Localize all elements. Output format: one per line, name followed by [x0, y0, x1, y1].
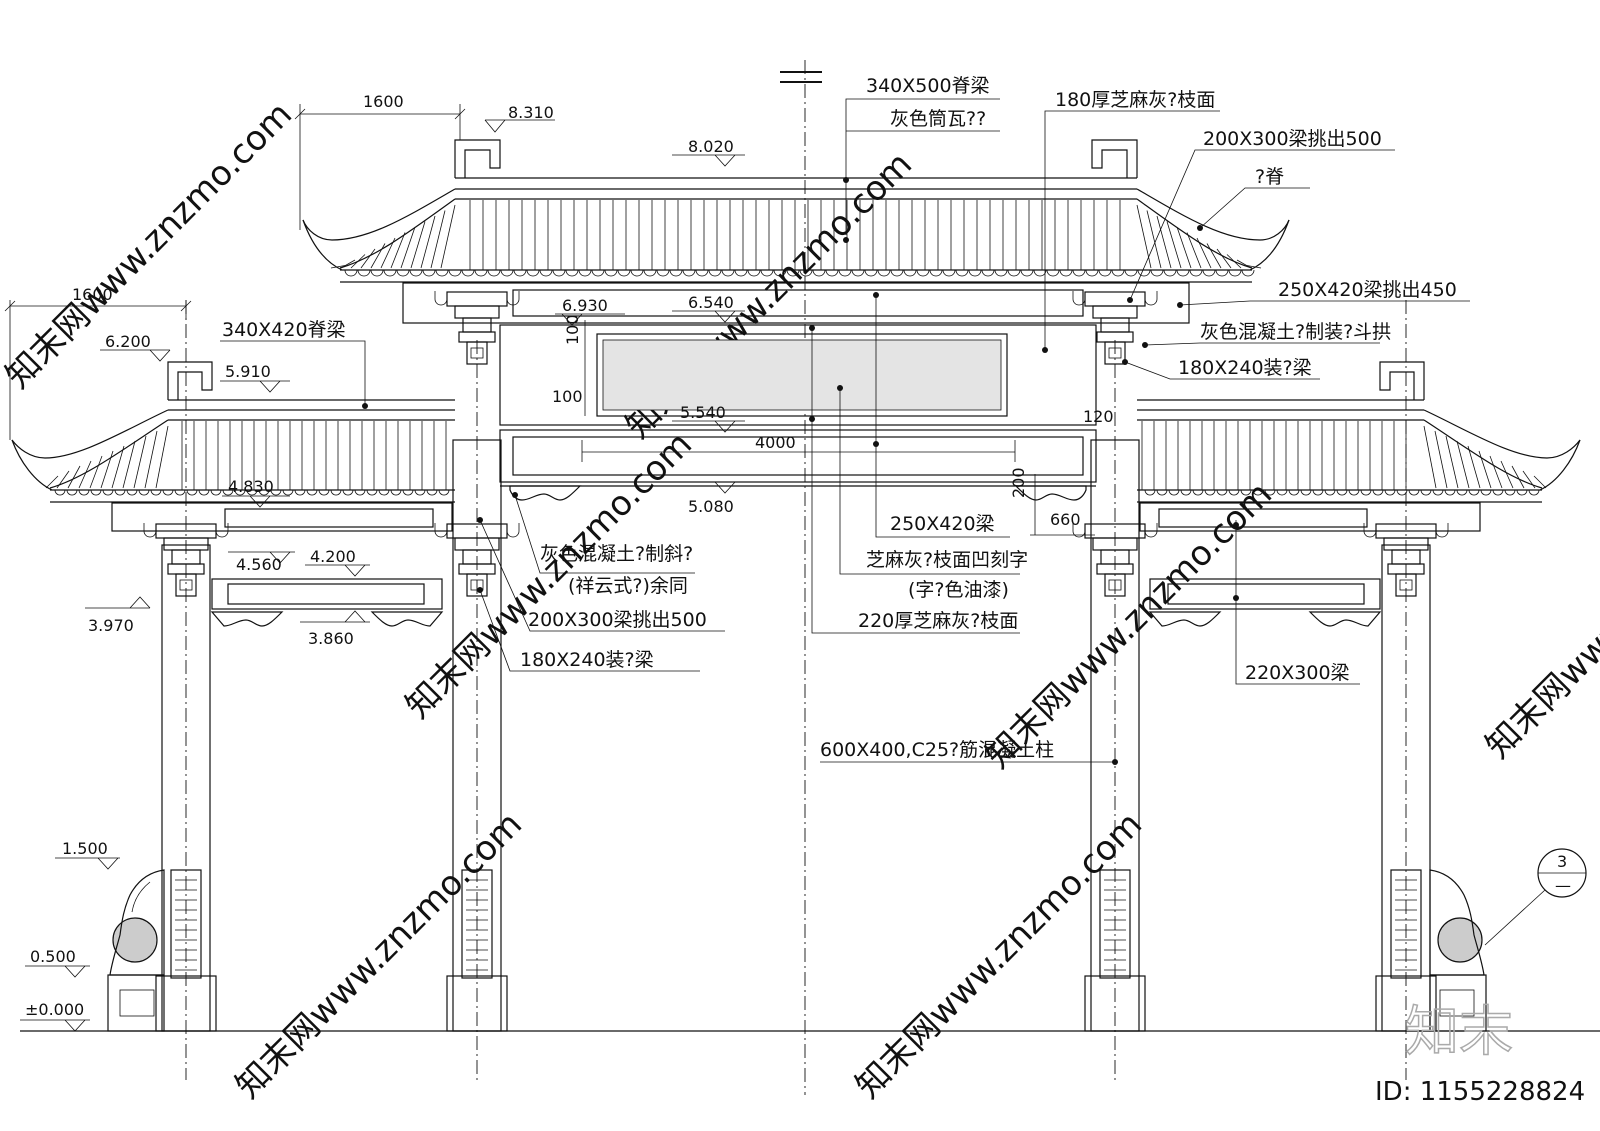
dim-660: 660 [1050, 510, 1081, 529]
elev-6930: 6.930 [562, 296, 608, 315]
watermark-text: 知末网www.znzmo.com [1478, 464, 1600, 766]
label-carve-text-1: 芝麻灰?枝面凹刻字 [866, 549, 1028, 571]
brand-logo-text: 知末 [1405, 1000, 1513, 1063]
watermark-text: 知末网www.znzmo.com [0, 94, 300, 396]
label-beam-180x240-right: 180X240装?梁 [1178, 357, 1312, 379]
dim-120: 120 [1083, 407, 1114, 426]
elev-5910: 5.910 [225, 362, 271, 381]
elev-4200: 4.200 [310, 547, 356, 566]
elev-4830: 4.830 [228, 477, 274, 496]
label-beam-180x240-left: 180X240装?梁 [520, 649, 654, 671]
dim-100-a: 100 [563, 314, 582, 345]
dim-200: 200 [1009, 467, 1028, 498]
dim-1600-left: 1600 [72, 285, 113, 304]
elev-5080: 5.080 [688, 497, 734, 516]
columns [155, 300, 1437, 1080]
center-axis [780, 60, 822, 1095]
dimension-lines: 1600 1600 4000 100 100 200 660 120 [4, 92, 1114, 536]
main-frieze [402, 282, 1190, 501]
elev-8310: 8.310 [508, 103, 554, 122]
dim-4000: 4000 [755, 433, 796, 452]
elev-0500: 0.500 [30, 947, 76, 966]
main-roof [302, 139, 1290, 283]
watermark-text: 知末网www.znzmo.com [848, 804, 1150, 1106]
dim-100-b: 100 [552, 387, 583, 406]
plinth-decoration-left [107, 869, 165, 1032]
label-beam-250x420-right: 250X420梁挑出450 [1278, 279, 1457, 301]
elev-6540: 6.540 [688, 293, 734, 312]
plinth-decoration-right [1429, 869, 1487, 1032]
label-tile-main: 灰色筒瓦?? [890, 108, 986, 130]
label-ridge-beam-side: 340X420脊梁 [222, 319, 346, 341]
elev-0000: ±0.000 [25, 1000, 84, 1019]
label-slab-180: 180厚芝麻灰?枝面 [1055, 89, 1215, 111]
label-ridge-beam-main: 340X500脊梁 [866, 75, 990, 97]
annotations: 340X500脊梁 灰色筒瓦?? 180厚芝麻灰?枝面 200X300梁挑出50… [222, 75, 1571, 895]
left-side-roof [11, 361, 455, 627]
watermark-text: 知末网www.znzmo.com [978, 474, 1280, 776]
image-id-text: ID: 1155228824 [1375, 1077, 1585, 1107]
label-beam-200x300-right: 200X300梁挑出500 [1203, 128, 1382, 150]
dim-1600-top: 1600 [363, 92, 404, 111]
detail-number: 3 [1557, 852, 1567, 871]
label-beam-250x420-center: 250X420梁 [890, 513, 995, 535]
label-ridge-right: ?脊 [1255, 166, 1284, 188]
label-beam-220x300: 220X300梁 [1245, 662, 1350, 684]
right-side-roof [1137, 361, 1581, 627]
detail-sheet: — [1555, 876, 1571, 895]
label-bracket-right: 灰色混凝土?制装?斗拱 [1200, 321, 1391, 343]
label-column: 600X400,C25?筋混凝土柱 [820, 739, 1054, 761]
label-beam-200x300-left: 200X300梁挑出500 [528, 609, 707, 631]
leader-lines [220, 98, 1587, 946]
label-slab-220: 220厚芝麻灰?枝面 [858, 610, 1018, 632]
elev-8020: 8.020 [688, 137, 734, 156]
watermark-layer: 知末网www.znzmo.com 知末网www.znzmo.com 知末网www… [0, 94, 1600, 1106]
label-carve-text-2: (字?色油漆) [908, 579, 1009, 601]
elev-3860: 3.860 [308, 629, 354, 648]
elevation-markers: 8.310 8.020 6.930 6.540 6.200 5.910 5.54… [20, 103, 745, 1032]
label-bracket-left-1: 灰色混凝土?制斜? [540, 543, 693, 565]
brand-watermark: 知末 ID: 1155228824 [1375, 999, 1585, 1107]
elev-3970: 3.970 [88, 616, 134, 635]
elev-1500: 1.500 [62, 839, 108, 858]
brackets [143, 291, 1449, 597]
elev-4560: 4.560 [236, 555, 282, 574]
label-bracket-left-2: (祥云式?)余同 [568, 575, 688, 597]
elev-6200: 6.200 [105, 332, 151, 351]
elev-5540: 5.540 [680, 403, 726, 422]
watermark-text: 知末网www.znzmo.com [228, 804, 530, 1106]
